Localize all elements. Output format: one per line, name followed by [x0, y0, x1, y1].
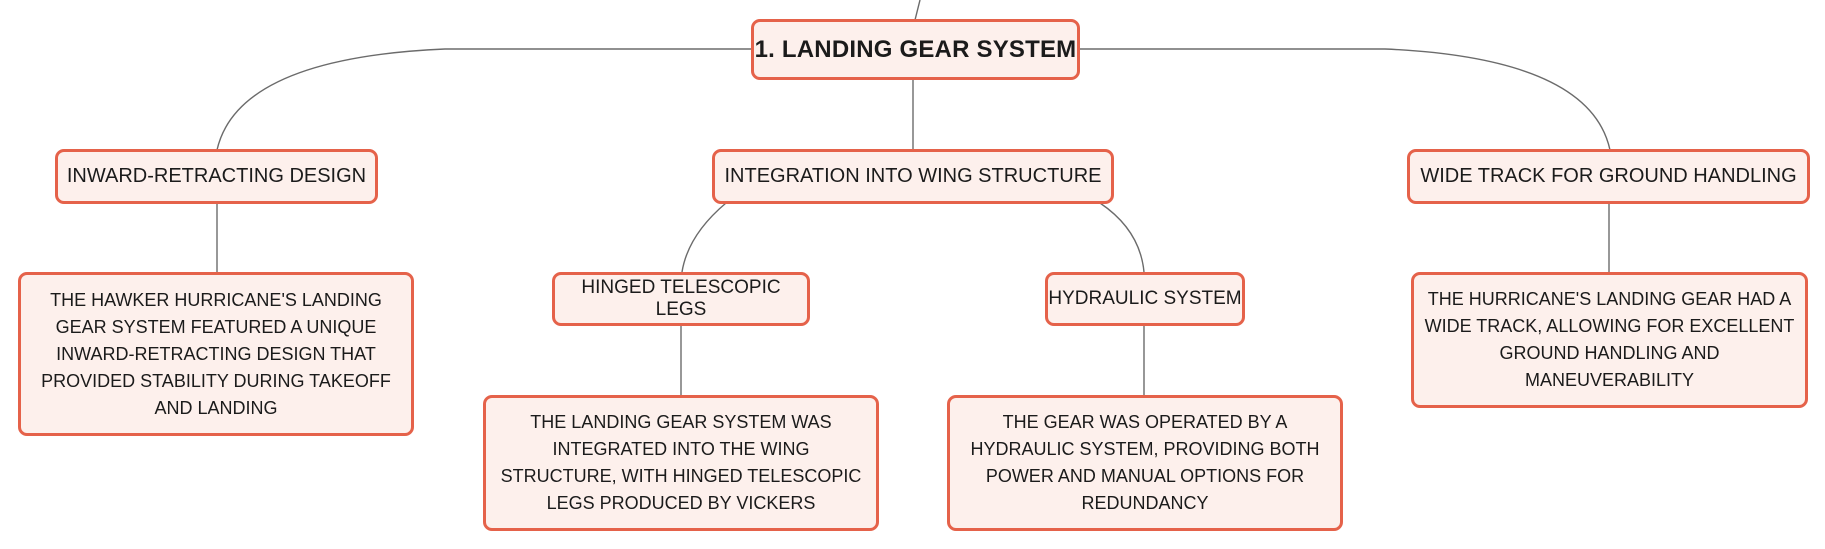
root-topic-label: 1. LANDING GEAR SYSTEM: [754, 35, 1077, 63]
detail-wide-track[interactable]: THE HURRICANE'S LANDING GEAR HAD A WIDE …: [1411, 272, 1808, 408]
branch-label: INTEGRATION INTO WING STRUCTURE: [724, 165, 1102, 187]
connector-root-to-widetrack: [1080, 48, 1611, 151]
sub-branch-label: HINGED TELESCOPIC LEGS: [581, 277, 781, 320]
detail-text: THE GEAR WAS OPERATED BY A HYDRAULIC SYS…: [970, 412, 1320, 513]
connector-parent-to-root: [914, 0, 921, 21]
branch-integration-into-wing-structure[interactable]: INTEGRATION INTO WING STRUCTURE: [712, 149, 1114, 204]
detail-hydraulic-operation[interactable]: THE GEAR WAS OPERATED BY A HYDRAULIC SYS…: [947, 395, 1343, 531]
detail-text: THE HAWKER HURRICANE'S LANDING GEAR SYST…: [41, 289, 391, 418]
detail-text: THE HURRICANE'S LANDING GEAR HAD A WIDE …: [1424, 289, 1795, 390]
connector-integration-to-hinged: [681, 202, 727, 273]
detail-text: THE LANDING GEAR SYSTEM WAS INTEGRATED I…: [500, 412, 862, 513]
sub-branch-label: HYDRAULIC SYSTEM: [1048, 288, 1242, 309]
sub-branch-hinged-telescopic-legs[interactable]: HINGED TELESCOPIC LEGS: [552, 272, 810, 326]
detail-wing-integration[interactable]: THE LANDING GEAR SYSTEM WAS INTEGRATED I…: [483, 395, 879, 531]
sub-branch-hydraulic-system[interactable]: HYDRAULIC SYSTEM: [1045, 272, 1245, 326]
branch-label: WIDE TRACK FOR GROUND HANDLING: [1420, 165, 1797, 187]
connector-integration-to-hydraulic: [1099, 202, 1145, 273]
branch-wide-track-for-ground-handling[interactable]: WIDE TRACK FOR GROUND HANDLING: [1407, 149, 1810, 204]
root-topic[interactable]: 1. LANDING GEAR SYSTEM: [751, 19, 1080, 80]
connector-root-to-inward: [216, 48, 752, 151]
branch-inward-retracting-design[interactable]: INWARD-RETRACTING DESIGN: [55, 149, 378, 204]
branch-label: INWARD-RETRACTING DESIGN: [66, 165, 367, 187]
detail-inward-retracting[interactable]: THE HAWKER HURRICANE'S LANDING GEAR SYST…: [18, 272, 414, 436]
